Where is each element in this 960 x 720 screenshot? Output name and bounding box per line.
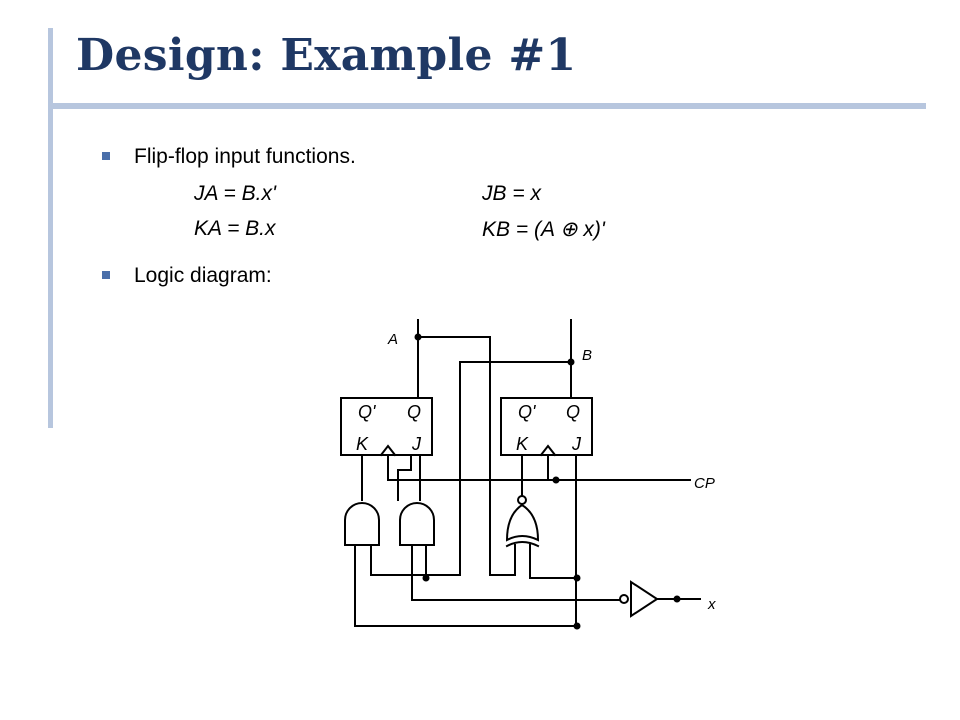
- slide-title: Design: Example #1: [76, 30, 577, 81]
- bullet-marker-1: [102, 152, 110, 160]
- xnor-bubble: [517, 495, 527, 505]
- xnor-gate-kb: [505, 503, 540, 542]
- label-a: A: [387, 331, 398, 348]
- wire-ja: [397, 454, 412, 501]
- bullet-text-2: Logic diagram:: [134, 264, 272, 287]
- xnor-gate-extra-arc: [505, 541, 540, 548]
- wire-xnor-in2: [529, 544, 579, 579]
- junction-x: [673, 595, 681, 603]
- ff-b-j: J: [571, 434, 582, 454]
- ff-a-j: J: [411, 434, 422, 454]
- label-b: B: [582, 347, 592, 364]
- wire-and-ka-in1: [354, 544, 577, 627]
- and-gate-ka: [344, 502, 380, 546]
- ff-a-q: Q: [407, 402, 421, 422]
- flip-flop-a: [340, 397, 433, 456]
- ff-b-k: K: [516, 434, 529, 454]
- equation-kb: KB = (A ⊕ x)': [482, 218, 605, 241]
- wire-a-to-xnor: [417, 336, 516, 576]
- flip-flop-b: [500, 397, 593, 456]
- ff-b-qbar: Q': [518, 402, 536, 422]
- equation-ka: KA = B.x: [194, 217, 276, 240]
- clock-triangle-a: [379, 444, 397, 457]
- label-x: x: [707, 596, 716, 613]
- wire-b-feed: [370, 361, 572, 576]
- junction-3: [573, 622, 581, 630]
- horizontal-accent-rule: [48, 103, 926, 109]
- wire-cp: [387, 454, 691, 481]
- and-gate-ja: [399, 502, 435, 546]
- clock-triangle-b: [539, 444, 557, 457]
- inverter: [630, 580, 659, 618]
- bullet-text-1: Flip-flop input functions.: [134, 145, 356, 168]
- equation-jb: JB = x: [482, 182, 541, 205]
- label-cp: CP: [694, 475, 715, 492]
- junction-2: [573, 574, 581, 582]
- bullet-marker-2: [102, 271, 110, 279]
- junction-a: [414, 333, 422, 341]
- ff-a-k: K: [356, 434, 369, 454]
- junction-cp: [552, 476, 560, 484]
- junction-1: [422, 574, 430, 582]
- equation-ja: JA = B.x': [194, 182, 277, 205]
- vertical-accent-rule: [48, 28, 53, 428]
- ff-a-qbar: Q': [358, 402, 376, 422]
- ff-b-q: Q: [566, 402, 580, 422]
- junction-b: [567, 358, 575, 366]
- inverter-bubble: [619, 594, 629, 604]
- wire-and-ja-in2: [411, 544, 621, 601]
